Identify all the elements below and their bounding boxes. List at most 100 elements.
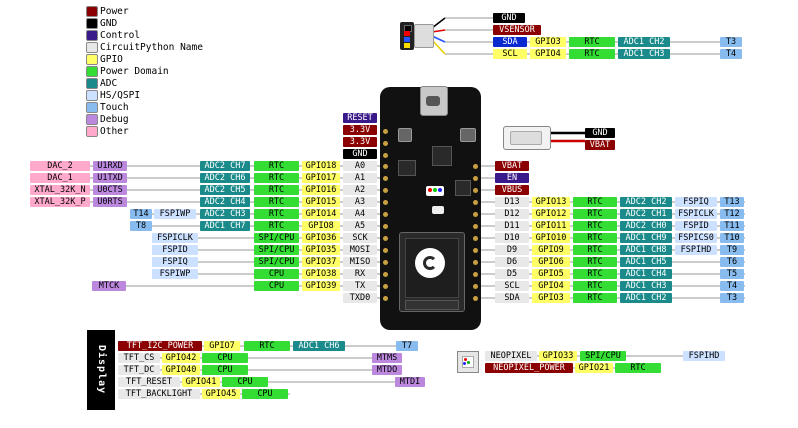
adc-a4: ADC2 CH3 [200, 209, 250, 219]
ic-chip-2 [398, 160, 416, 176]
legend-label-gpio: GPIO [100, 54, 123, 65]
gpio-rx: GPIO38 [302, 269, 340, 279]
display-gpio-reset: GPIO41 [182, 377, 220, 387]
legend-swatch-control [86, 30, 98, 41]
adc-d6: ADC1 CH5 [620, 257, 672, 267]
pin-hole [473, 200, 478, 205]
stemma-scl-touch: T4 [720, 49, 742, 59]
gpio-sda: GPIO3 [532, 293, 570, 303]
legend-label-debug: Debug [100, 114, 129, 125]
pd-d12: RTC [573, 209, 617, 219]
neopixel-icon-blue [463, 362, 466, 365]
3v3-label-2: 3.3V [343, 137, 377, 147]
reset-button [398, 128, 412, 142]
touch-sda: T3 [720, 293, 744, 303]
touch-d11: T11 [720, 221, 744, 231]
gpio-d10: GPIO10 [532, 233, 570, 243]
adc-d11: ADC2 CH0 [620, 221, 672, 231]
pin-name-d5: D5 [495, 269, 529, 279]
pd-d13: RTC [573, 197, 617, 207]
pin-name-d10: D10 [495, 233, 529, 243]
gpio-scl: GPIO4 [532, 281, 570, 291]
display-tab-title: Display [96, 345, 107, 395]
qspi-mosi: FSPID [152, 245, 198, 255]
pin-hole [383, 164, 388, 169]
qspi-d12: FSPICLK [675, 209, 717, 219]
legend-swatch-qspi [86, 90, 98, 101]
pin-name-tx: TX [343, 281, 377, 291]
qspi-d10: FSPICS0 [675, 233, 717, 243]
stemma-sda-touch: T3 [720, 37, 742, 47]
qspi-d11: FSPID [675, 221, 717, 231]
pd-sck: SPI/CPU [254, 233, 299, 243]
stemma-pin-sda [404, 37, 410, 42]
ic-chip-3 [455, 180, 471, 196]
adc-a1: ADC2 CH6 [200, 173, 250, 183]
adc-a5: ADC1 CH7 [200, 221, 250, 231]
other-a3: XTAL_32K_P [30, 197, 90, 207]
adc-d10: ADC1 CH9 [620, 233, 672, 243]
stemma-scl-rtc: RTC [569, 49, 615, 59]
qspi-d9: FSPIHD [675, 245, 717, 255]
qspi-a4: FSPIWP [154, 209, 196, 219]
display-name-cs: TFT_CS [118, 353, 160, 363]
gpio-miso: GPIO37 [302, 257, 340, 267]
neopixel-blue [438, 188, 442, 192]
adc-sda: ADC1 CH2 [620, 293, 672, 303]
neopixel-icon-red [464, 358, 467, 361]
pin-name-d9: D9 [495, 245, 529, 255]
gpio-a5: GPIO8 [302, 221, 340, 231]
reset-label: RESET [343, 113, 377, 123]
display-adc-i2c-power: ADC1 CH6 [293, 341, 345, 351]
touch-d13: T13 [720, 197, 744, 207]
touch-a5: T8 [130, 221, 152, 231]
pin-hole [383, 153, 388, 158]
pin-hole [383, 224, 388, 229]
legend-label-adc: ADC [100, 78, 118, 89]
pd-a5: RTC [254, 221, 299, 231]
neopixel-power-pd: RTC [615, 363, 661, 373]
adc-a3: ADC2 CH4 [200, 197, 250, 207]
legend-label-control: Control [100, 30, 141, 41]
gpio-d9: GPIO9 [532, 245, 570, 255]
pin-name-rx: RX [343, 269, 377, 279]
gpio-a2: GPIO16 [302, 185, 340, 195]
neopixel-power-gpio: GPIO21 [575, 363, 613, 373]
pd-scl: RTC [573, 281, 617, 291]
legend-label-other: Other [100, 126, 129, 137]
pin-name-d12: D12 [495, 209, 529, 219]
uart-a1: U1TXD [93, 173, 127, 183]
pd-d11: RTC [573, 221, 617, 231]
pd-d5: RTC [573, 269, 617, 279]
pin-hole [473, 272, 478, 277]
legend-swatch-adc [86, 78, 98, 89]
pd-sda: RTC [573, 293, 617, 303]
battery-vbat-label: VBAT [585, 140, 615, 150]
stemma-sda-name: SDA [493, 37, 527, 47]
other-a0: DAC_2 [30, 161, 90, 171]
pin-hole [473, 212, 478, 217]
usb-c-port [426, 96, 440, 106]
vbat-label: VBAT [495, 161, 529, 171]
pd-miso: SPI/CPU [254, 257, 299, 267]
vbus-label: VBUS [495, 185, 529, 195]
pin-name-a2: A2 [343, 185, 377, 195]
battery-gnd-label: GND [585, 128, 615, 138]
legend-label-cpname: CircuitPython Name [100, 42, 203, 53]
gpio-sck: GPIO36 [302, 233, 340, 243]
battery-connector-slot [510, 131, 542, 145]
display-pd-backlight: CPU [242, 389, 288, 399]
pin-hole [383, 260, 388, 265]
legend-swatch-touch [86, 102, 98, 113]
en-label: EN [495, 173, 529, 183]
pin-name-mosi: MOSI [343, 245, 377, 255]
touch-d9: T9 [720, 245, 744, 255]
legend-swatch-debug [86, 114, 98, 125]
neopixel-gpio: GPIO33 [539, 351, 577, 361]
pin-hole [473, 296, 478, 301]
pin-name-a4: A4 [343, 209, 377, 219]
pin-name-a5: A5 [343, 221, 377, 231]
pin-name-d6: D6 [495, 257, 529, 267]
pd-a4: RTC [254, 209, 299, 219]
gpio-a0: GPIO18 [302, 161, 340, 171]
